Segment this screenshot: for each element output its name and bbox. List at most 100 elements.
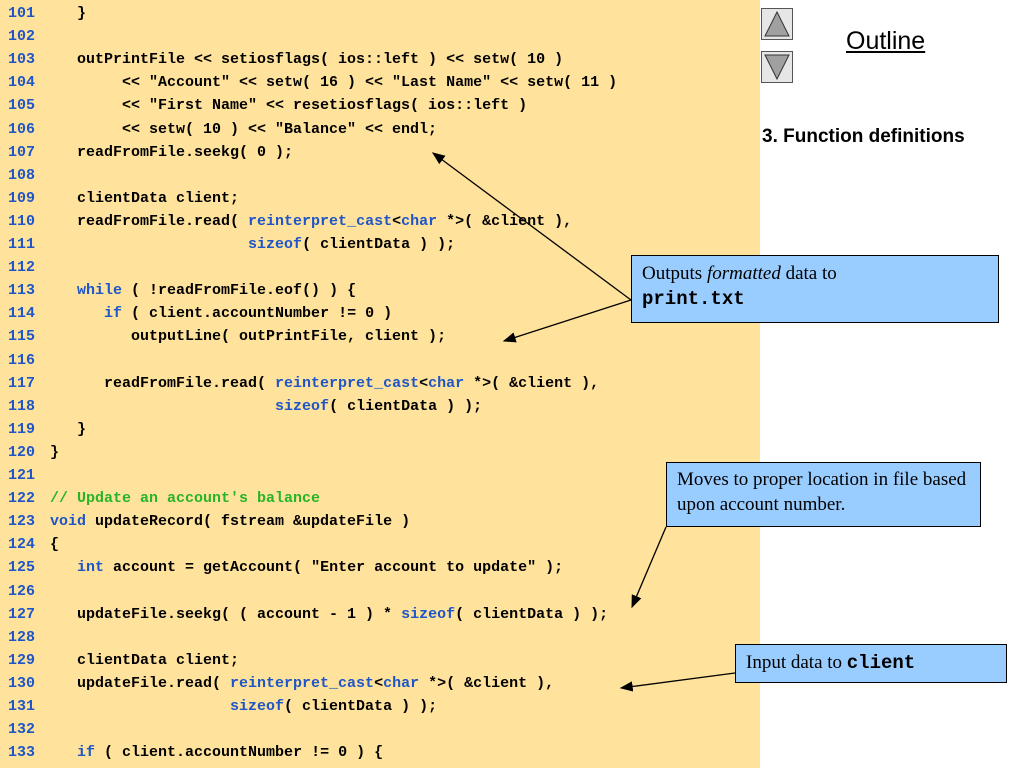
callout-emphasis: formatted [706,263,781,284]
code-text: readFromFile.read( [50,212,249,230]
code-text: ( clientData ) ); [302,236,456,253]
code-text: << "Account" << setw( 16 ) << "Last Name… [50,74,618,92]
code-line: 101 } [0,2,86,25]
triangle-down-icon [764,54,790,81]
line-number: 102 [8,28,36,46]
code-line: 110 readFromFile.read( reinterpret_cast<… [0,210,572,233]
line-number: 132 [8,721,36,739]
code-keyword: sizeof [230,698,285,715]
code-text: ( client.accountNumber != 0 ) [122,305,393,323]
code-text [50,744,77,761]
code-text: } [50,443,60,461]
line-number: 101 [8,5,36,22]
line-number: 128 [8,628,36,646]
line-number: 122 [8,490,36,508]
line-number: 131 [8,698,36,715]
code-line: 122 // Update an account's balance [0,487,320,510]
line-number: 111 [8,236,36,253]
code-line: 132 [0,718,50,741]
code-keyword: reinterpret_cast [275,374,420,392]
code-keyword: reinterpret_cast [248,212,393,230]
code-text: clientData client; [50,189,240,207]
code-line: 130 updateFile.read( reinterpret_cast<ch… [0,672,554,695]
code-text: *>( &client ), [437,212,573,230]
callout-text-post: data to [780,263,837,284]
callout-outputs-formatted: Outputs formatted data to print.txt [631,255,999,323]
line-number: 130 [8,674,36,692]
code-text: ( clientData ) ); [329,397,483,415]
code-text [50,305,104,322]
code-line: 108 [0,164,50,187]
line-number: 106 [8,120,36,138]
code-line: 126 [0,580,50,603]
code-text [50,559,77,576]
line-number: 125 [8,559,36,577]
code-line: 125 int account = getAccount( "Enter acc… [0,556,563,579]
code-text: << "First Name" << resetiosflags( ios::l… [50,97,528,115]
code-line: 121 [0,464,50,487]
code-line: 115 outputLine( outPrintFile, client ); [0,325,446,348]
line-number: 108 [8,166,36,184]
code-text: { [50,536,60,554]
code-line: 103 outPrintFile << setiosflags( ios::le… [0,48,563,71]
code-text: readFromFile.seekg( 0 ); [50,143,294,161]
code-keyword: sizeof [275,397,330,415]
code-line: 105 << "First Name" << resetiosflags( io… [0,94,527,117]
code-line: 129 clientData client; [0,649,239,672]
code-keyword: void [50,513,87,531]
line-number: 117 [8,374,36,392]
code-keyword: if [104,305,123,323]
line-number: 103 [8,51,36,69]
code-comment: // Update an account's balance [50,490,321,508]
code-keyword: int [77,559,105,577]
outline-link[interactable]: Outline [846,27,926,55]
code-text: < [419,374,429,392]
code-text [50,698,230,715]
previous-slide-button[interactable] [761,8,793,40]
triangle-up-icon [764,10,790,37]
line-number: 127 [8,605,36,623]
callout-filename: print.txt [642,288,745,310]
code-line: 114 if ( client.accountNumber != 0 ) [0,302,392,325]
code-line: 117 readFromFile.read( reinterpret_cast<… [0,372,599,395]
code-line: 118 sizeof( clientData ) ); [0,395,482,418]
code-keyword: reinterpret_cast [230,674,375,692]
code-keyword: sizeof [401,605,456,623]
code-line: 102 [0,25,50,48]
line-number: 133 [8,744,36,762]
line-number: 129 [8,651,36,669]
section-title: 3. Function definitions [762,126,965,147]
code-line: 116 [0,349,50,372]
line-number: 115 [8,328,36,346]
line-number: 121 [8,467,36,484]
line-number: 123 [8,513,36,531]
code-line: 119 } [0,418,86,441]
line-number: 118 [8,397,36,415]
line-number: 126 [8,582,36,600]
code-keyword: while [77,282,123,300]
code-text [50,398,275,415]
code-line: 111 sizeof( clientData ) ); [0,233,455,256]
line-number: 107 [8,143,36,161]
code-keyword: sizeof [248,236,303,253]
line-number: 109 [8,189,36,207]
code-panel: 101 } 102 103 outPrintFile << setiosflags(… [0,0,760,768]
code-line: 127 updateFile.seekg( ( account - 1 ) * … [0,603,608,626]
code-line: 123 void updateRecord( fstream &updateFil… [0,510,410,533]
code-text: updateFile.seekg( ( account - 1 ) * [50,605,402,623]
code-line: 112 [0,256,50,279]
code-line: 128 [0,626,50,649]
code-line: 124 { [0,533,59,556]
line-number: 119 [8,420,36,438]
line-number: 124 [8,536,36,554]
code-keyword: if [77,744,96,762]
code-text: updateRecord( fstream &updateFile ) [86,513,411,531]
callout-text-pre: Outputs [642,263,707,284]
code-line: 104 << "Account" << setw( 16 ) << "Last … [0,71,617,94]
code-text [50,282,77,299]
next-slide-button[interactable] [761,51,793,83]
code-text: account = getAccount( "Enter account to … [104,559,564,577]
code-text: outputLine( outPrintFile, client ); [50,328,447,346]
callout-text-pre: Input data to [746,652,847,673]
code-text: updateFile.read( [50,674,231,692]
